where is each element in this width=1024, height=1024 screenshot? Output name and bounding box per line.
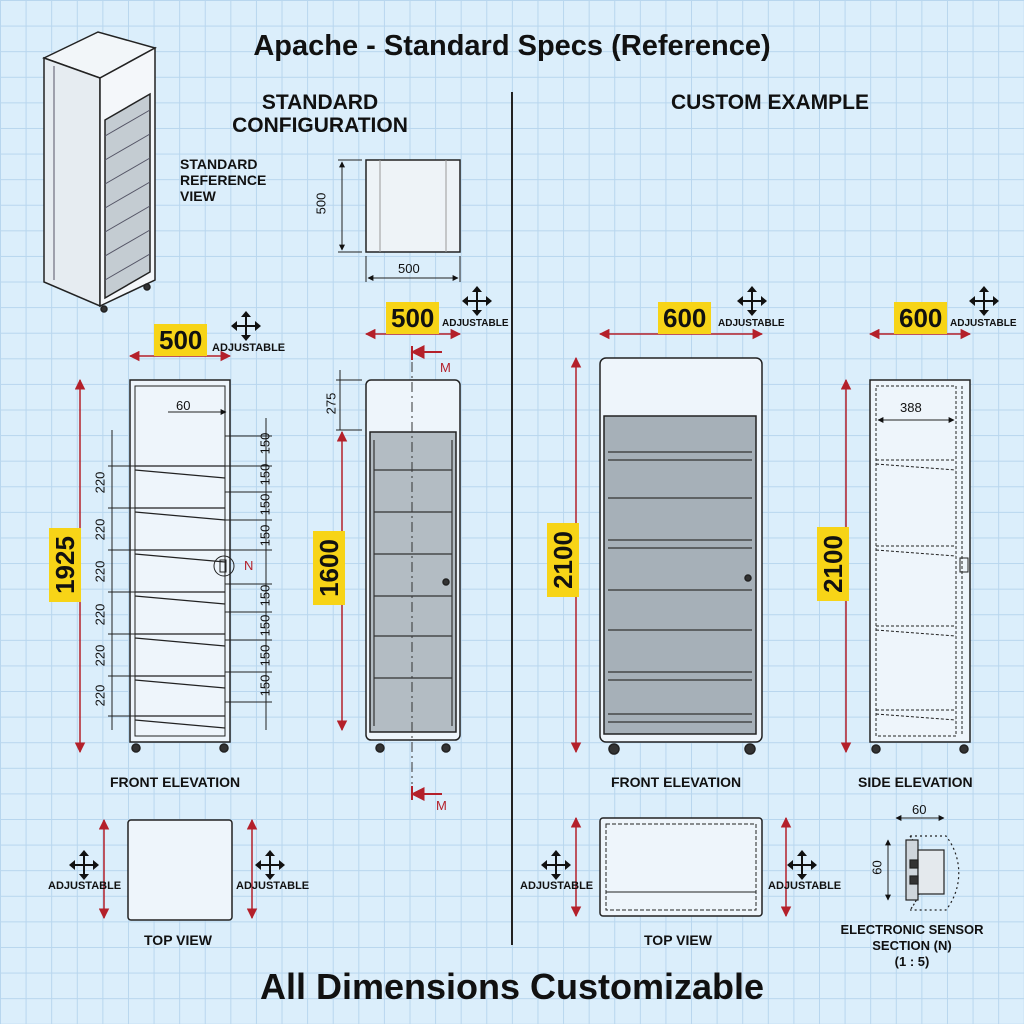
shelf-spacing-right: 150 xyxy=(257,524,273,547)
box-height-dim: 500 xyxy=(313,192,329,215)
move-icon xyxy=(786,849,818,881)
left-top-view xyxy=(98,818,258,921)
custom-top-view xyxy=(570,816,792,918)
section-marker-bottom: M xyxy=(436,798,447,813)
custom-front-width-highlight: 600 xyxy=(658,302,712,334)
box-width-dim: 500 xyxy=(398,261,420,276)
move-icon xyxy=(736,285,768,317)
shelf-spacing-right: 150 xyxy=(257,432,273,455)
reference-view-label: STANDARD REFERENCE VIEW xyxy=(180,156,266,204)
shelf-spacing-left: 220 xyxy=(92,560,108,583)
door-height-highlight: 1600 xyxy=(313,531,345,605)
adjustable-label: ADJUSTABLE xyxy=(48,880,122,892)
custom-front-elevation xyxy=(570,328,764,755)
shelf-spacing-left: 220 xyxy=(92,518,108,541)
detail-marker-n: N xyxy=(244,558,254,573)
door-top-dim: 275 xyxy=(323,392,339,415)
custom-front-elevation-label: FRONT ELEVATION xyxy=(611,774,742,790)
adjustable-label: ADJUSTABLE xyxy=(718,318,785,329)
shelf-spacing-left: 220 xyxy=(92,603,108,626)
shelf-spacing-right: 150 xyxy=(257,584,273,607)
side-width-highlight: 600 xyxy=(894,302,948,334)
move-icon xyxy=(68,849,100,881)
label-line: (1 : 5) xyxy=(894,954,930,969)
front-elevation-label: FRONT ELEVATION xyxy=(110,774,241,790)
page-title: Apache - Standard Specs (Reference) xyxy=(253,30,771,62)
move-icon xyxy=(540,849,572,881)
shelf-spacing-right: 150 xyxy=(257,644,273,667)
move-icon xyxy=(230,310,262,342)
move-icon xyxy=(461,285,493,317)
custom-top-view-label: TOP VIEW xyxy=(644,932,712,948)
label-line: REFERENCE xyxy=(180,172,267,188)
reference-box xyxy=(338,159,461,282)
sensor-height-dim: 60 xyxy=(869,860,885,875)
door-front-elevation xyxy=(336,328,462,801)
sensor-width-dim: 60 xyxy=(912,802,927,817)
adjustable-label: ADJUSTABLE xyxy=(442,318,509,329)
custom-front-height-highlight: 2100 xyxy=(547,523,579,597)
move-icon xyxy=(254,849,286,881)
shelf-spacing-right: 150 xyxy=(257,614,273,637)
shelf-spacing-right: 150 xyxy=(257,463,273,486)
footer-tagline: All Dimensions Customizable xyxy=(259,966,765,1007)
section-marker-top: M xyxy=(440,360,451,375)
side-inner-dim: 388 xyxy=(900,400,922,415)
sensor-section-detail xyxy=(885,815,960,911)
adjustable-label: ADJUSTABLE xyxy=(236,880,310,892)
sensor-section-label: ELECTRONIC SENSOR SECTION (N) (1 : 5) xyxy=(812,922,1012,970)
move-icon xyxy=(968,285,1000,317)
label-line: STANDARD xyxy=(180,156,258,172)
left-front-elevation xyxy=(74,350,272,754)
standard-config-heading: STANDARD CONFIGURATION xyxy=(220,91,420,137)
shelf-spacing-left: 220 xyxy=(92,684,108,707)
label-line: SECTION (N) xyxy=(872,938,952,953)
adjustable-label: ADJUSTABLE xyxy=(212,342,286,354)
shelf-spacing-left: 220 xyxy=(92,644,108,667)
custom-example-heading: CUSTOM EXAMPLE xyxy=(671,91,869,114)
front-width-highlight: 500 xyxy=(154,324,208,356)
heading-line: CONFIGURATION xyxy=(232,114,408,137)
isometric-cabinet xyxy=(42,31,157,313)
adjustable-label: ADJUSTABLE xyxy=(950,318,1017,329)
heading-line: STANDARD xyxy=(261,91,379,114)
top-view-label: TOP VIEW xyxy=(144,932,212,948)
label-line: ELECTRONIC SENSOR xyxy=(840,922,984,937)
side-height-highlight: 2100 xyxy=(817,527,849,601)
adjustable-label: ADJUSTABLE xyxy=(520,880,594,892)
label-line: VIEW xyxy=(180,188,216,204)
shelf-spacing-right: 150 xyxy=(257,493,273,516)
inner-offset-dim: 60 xyxy=(176,398,191,413)
adjustable-label: ADJUSTABLE xyxy=(768,880,842,892)
shelf-spacing-left: 220 xyxy=(92,471,108,494)
door-width-highlight: 500 xyxy=(386,302,440,334)
shelf-spacing-right: 150 xyxy=(257,674,273,697)
front-height-highlight: 1925 xyxy=(49,528,81,602)
custom-side-elevation xyxy=(840,328,972,754)
side-elevation-label: SIDE ELEVATION xyxy=(858,774,973,790)
